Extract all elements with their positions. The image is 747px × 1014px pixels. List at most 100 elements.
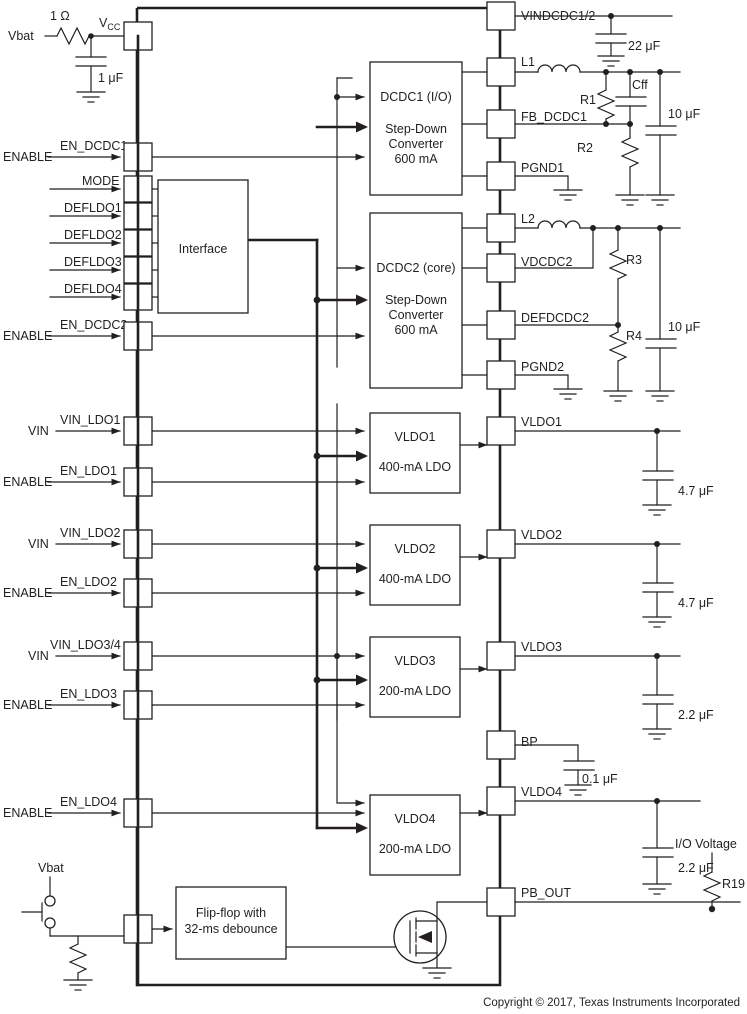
vldo1-block: VLDO1 400-mA LDO [313,412,488,494]
pin-label-vin-ldo2: VIN_LDO2 [60,526,120,540]
cldo2-label: 4.7 μF [678,596,714,610]
vldo2-box [369,524,461,606]
cin-dcdc-label: 22 μF [628,39,661,53]
flipflop-line1: Flip-flop with [196,906,266,920]
pin-box-defdcdc2[interactable] [486,310,516,340]
pin-label-vin-ldo34: VIN_LDO3/4 [50,638,121,652]
flipflop-box [175,886,287,960]
vldo2-output-network: 4.7 μF [514,541,714,628]
dcdc2-line3: Converter [389,308,444,322]
pin-box-fb-dcdc1[interactable] [486,109,516,139]
source-label-en-ldo4: ENABLE [3,806,52,820]
pin-label-l1: L1 [521,55,535,69]
pin-box-l1[interactable] [486,57,516,87]
flipflop-line2: 32-ms debounce [184,922,277,936]
r2-label: R2 [577,141,593,155]
vldo2-block: VLDO2 400-mA LDO [313,524,488,606]
pin-label-vldo1: VLDO1 [521,415,562,429]
vldo3-title: VLDO3 [395,654,436,668]
source-label-vin-ldo1: VIN [28,424,49,438]
flipflop-block: Flip-flop with 32-ms debounce [175,886,411,960]
pin-label-pgnd2: PGND2 [521,360,564,374]
vldo1-output-network: 4.7 μF [514,428,714,516]
pin-label-en-ldo4: EN_LDO4 [60,795,117,809]
pin-label-en-dcdc2: EN_DCDC2 [60,318,127,332]
pin-label-defdcdc2: DEFDCDC2 [521,311,589,325]
source-label-en-ldo1: ENABLE [3,475,52,489]
vldo1-line2: 400-mA LDO [379,460,452,474]
dcdc1-line3: Converter [389,137,444,151]
junction-dot [603,121,609,127]
cldo1-label: 4.7 μF [678,484,714,498]
interface-block: Interface [157,179,249,314]
vldo1-box [369,412,461,494]
pin-label-en-ldo3: EN_LDO3 [60,687,117,701]
interface-box [157,179,249,314]
pin-box-vldo4[interactable] [486,786,516,816]
r1-label: R1 [580,93,596,107]
junction-dot [708,905,716,913]
pin-label-mode: MODE [82,174,120,188]
vindcdc-external: 22 μF [514,13,673,67]
cldo3-label: 2.2 μF [678,708,714,722]
pin-box-vindcdc12[interactable] [486,1,516,31]
cout-dcdc1-label: 10 μF [668,107,701,121]
pin-box-vldo3[interactable] [486,641,516,671]
dcdc2-output-network: R3 R4 10 μF [514,220,701,402]
vldo4-output-network: 2.2 μF I/O Voltage R19 [514,798,745,910]
dcdc2-line4: 600 mA [394,323,438,337]
r3-label: R3 [626,253,642,267]
series-resistor-label: 1 Ω [50,9,70,23]
vldo1-title: VLDO1 [395,430,436,444]
pin-box-vldo1[interactable] [486,416,516,446]
pin-label-vldo2: VLDO2 [521,528,562,542]
dcdc1-box [369,61,463,196]
vbat-label: Vbat [8,29,34,43]
pin-box-pgnd1[interactable] [486,161,516,191]
pb-contact-bottom[interactable] [44,917,56,929]
pin-box-l2[interactable] [486,213,516,243]
pin-label-fb-dcdc1: FB_DCDC1 [521,110,587,124]
pin-label-pb-out: PB_OUT [521,886,571,900]
pin-label-l2: L2 [521,212,535,226]
pin-label-pgnd1: PGND1 [521,161,564,175]
pin-label-defldo1: DEFLDO1 [64,201,122,215]
dcdc2-title: DCDC2 (core) [376,261,455,275]
mosfet-body-arrow [418,931,432,943]
r4-label: R4 [626,329,642,343]
source-label-en-ldo2: ENABLE [3,586,52,600]
pin-label-defldo3: DEFLDO3 [64,255,122,269]
vldo4-title: VLDO4 [395,812,436,826]
pin-box-bp[interactable] [486,730,516,760]
pin-label-bp: BP [521,735,538,749]
dcdc2-box [369,212,463,389]
dcdc1-line4: 600 mA [394,152,438,166]
pin-box-pb-out[interactable] [486,887,516,917]
vldo3-block: VLDO3 200-mA LDO [313,636,488,807]
dcdc1-line2: Step-Down [385,122,447,136]
vcc-cap-label: 1 μF [98,71,124,85]
vldo3-output-network: 2.2 μF [514,653,714,740]
mosfet-pb-out [393,901,488,979]
vldo4-block: VLDO4 200-mA LDO [315,794,488,876]
cout-dcdc2-label: 10 μF [668,320,701,334]
cff-label: Cff [632,78,648,92]
bp-network: 0.1 μF [514,744,618,796]
interface-label: Interface [179,242,228,256]
pin-label-vdcdc2: VDCDC2 [521,255,572,269]
vldo3-line2: 200-mA LDO [379,684,452,698]
vldo4-line2: 200-mA LDO [379,842,452,856]
pin-label-en-ldo1: EN_LDO1 [60,464,117,478]
pin-box-vldo2[interactable] [486,529,516,559]
io-voltage-label: I/O Voltage [675,837,737,851]
pin-box-vdcdc2[interactable] [486,253,516,283]
dcdc2-block: DCDC2 (core) Step-Down Converter 600 mA [313,212,488,389]
pin-label-vldo3: VLDO3 [521,640,562,654]
vldo2-title: VLDO2 [395,542,436,556]
pin-box-pgnd2[interactable] [486,360,516,390]
pb-contact-top[interactable] [44,895,56,907]
pb-out-network [514,901,741,913]
source-label-en-dcdc1: ENABLE [3,150,52,164]
pin-label-defldo2: DEFLDO2 [64,228,122,242]
